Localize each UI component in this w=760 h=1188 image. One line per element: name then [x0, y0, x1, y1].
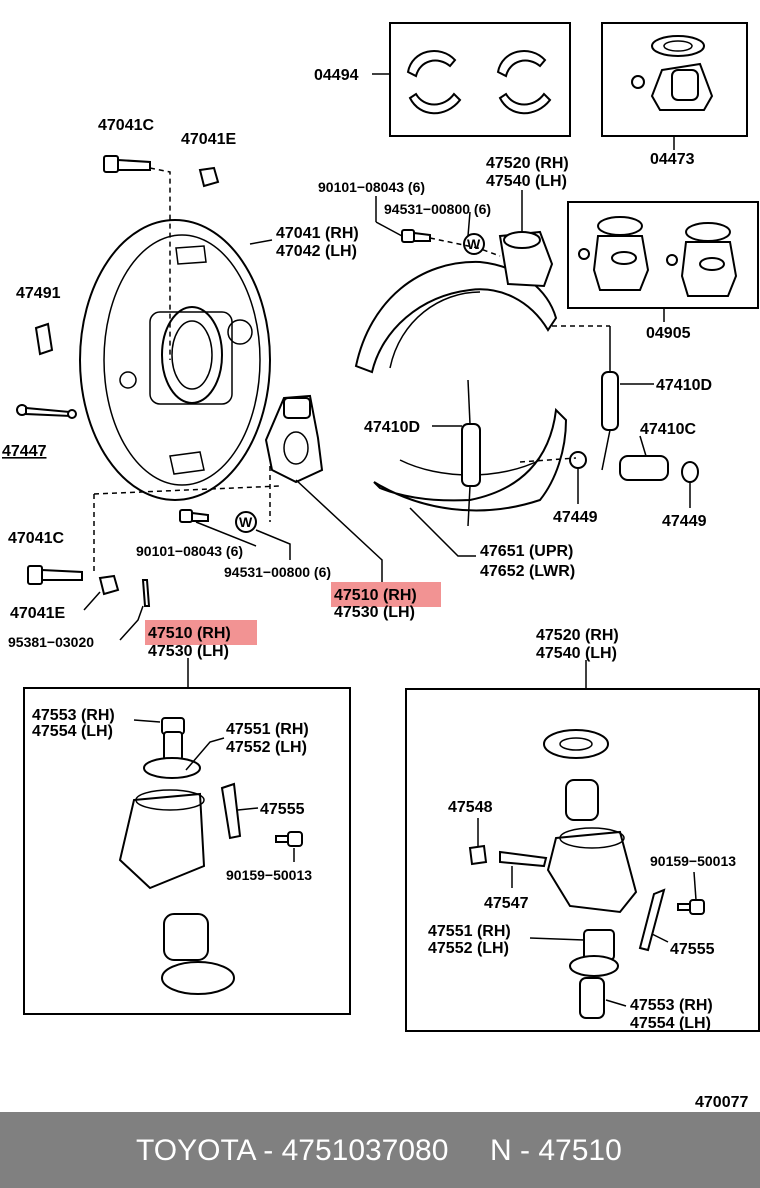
label-47551-right: 47551 (RH): [428, 923, 511, 940]
frame-right-cylinder: [405, 688, 760, 1032]
label-47041c-top: 47041C: [98, 117, 154, 134]
screw-47553-right-icon: [579, 977, 605, 1019]
frame-04905: [567, 201, 759, 309]
label-94531-top: 94531−00800 (6): [384, 201, 491, 217]
label-47555-left: 47555: [260, 801, 305, 818]
label-47520-mid: 47520 (RH): [536, 627, 619, 644]
label-47447: 47447: [2, 443, 47, 460]
bolt-90101-top-icon: [401, 229, 431, 243]
label-47554-right: 47554 (LH): [630, 1015, 711, 1032]
label-47041e-top: 47041E: [181, 131, 236, 148]
label-90159-left: 90159−50013: [226, 867, 312, 883]
label-04473: 04473: [650, 151, 695, 168]
label-47041c-bot: 47041C: [8, 530, 64, 547]
label-04905: 04905: [646, 325, 691, 342]
label-47552-left: 47552 (LH): [226, 739, 307, 756]
label-90101-bot: 90101−08043 (6): [136, 543, 243, 559]
screw-47547-icon: [499, 850, 548, 868]
label-47554-left: 47554 (LH): [32, 723, 113, 740]
pin-47447-icon: [16, 404, 77, 419]
washer-94531-top-icon: W: [463, 233, 485, 255]
frame-left-cylinder: [23, 687, 351, 1015]
label-47410c: 47410C: [640, 421, 696, 438]
label-47491: 47491: [16, 285, 61, 302]
label-47510-b: 47510 (RH): [148, 625, 231, 642]
label-47548: 47548: [448, 799, 493, 816]
highlight-47510-b: [145, 620, 257, 645]
label-47510-a: 47510 (RH): [334, 587, 417, 604]
part-labels: 04494 04473 47041C 47041E 47041 (RH) 470…: [2, 67, 748, 1111]
label-47651-upr: 47651 (UPR): [480, 543, 573, 560]
label-47540-mid: 47540 (LH): [536, 645, 617, 662]
spring-47410d-left-icon: [461, 379, 481, 527]
dashed-assembly-lines: [93, 167, 610, 572]
washer-94531-bot-icon: W: [235, 511, 257, 533]
cup-47449-b-icon: [681, 461, 699, 483]
bolt-47548-icon: [468, 844, 488, 866]
nut-47041e-bot-icon: [98, 574, 120, 596]
nut-47041e-top-icon: [198, 166, 220, 188]
bolt-47041c-bot-icon: [27, 565, 83, 585]
spring-47410d-right-icon: [601, 326, 619, 471]
label-47553-right: 47553 (RH): [630, 997, 713, 1014]
label-47041-rh: 47041 (RH): [276, 225, 359, 242]
label-47520-top: 47520 (RH): [486, 155, 569, 172]
label-94531-bot: 94531−00800 (6): [224, 564, 331, 580]
bolt-47041c-top-icon: [103, 155, 151, 173]
right-cylinder-assembly-icon: [543, 729, 638, 914]
label-47553-left: 47553 (RH): [32, 707, 115, 724]
label-47449-b: 47449: [662, 513, 707, 530]
label-47041e-bot: 47041E: [10, 605, 65, 622]
label-47652-lwr: 47652 (LWR): [480, 563, 575, 580]
svg-text:W: W: [239, 514, 253, 530]
label-47540-top: 47540 (LH): [486, 173, 567, 190]
label-04494: 04494: [314, 67, 359, 84]
label-47449-a: 47449: [553, 509, 598, 526]
highlight-47510-a: [331, 582, 441, 607]
label-47410d-right: 47410D: [656, 377, 712, 394]
label-47042-lh: 47042 (LH): [276, 243, 357, 260]
footer-bar: TOYOTA - 4751037080 N - 47510: [0, 1112, 760, 1188]
label-47547: 47547: [484, 895, 529, 912]
clip-47491-icon: [34, 322, 54, 356]
cup-47449-a-icon: [569, 451, 587, 469]
label-47552-right: 47552 (LH): [428, 940, 509, 957]
screw-90159-right-icon: [677, 899, 705, 915]
screw-90159-left-icon: [275, 831, 303, 847]
adjuster-47551-right-icon: [569, 929, 619, 977]
footer-reference: N - 47510: [490, 1134, 622, 1167]
lever-47555-left-icon: [220, 782, 242, 840]
label-47551-left: 47551 (RH): [226, 721, 309, 738]
label-diagram-number: 470077: [695, 1094, 748, 1111]
footer-part-number: TOYOTA - 4751037080: [136, 1134, 449, 1167]
bolt-90101-bot-icon: [179, 509, 209, 523]
label-47530-b: 47530 (LH): [148, 643, 229, 660]
brake-shoes-icon: [354, 230, 568, 512]
spring-47410c-icon: [619, 455, 669, 481]
label-47530-a: 47530 (LH): [334, 604, 415, 621]
wheel-cylinder-icon: [264, 394, 324, 484]
label-90101-top: 90101−08043 (6): [318, 179, 425, 195]
label-47555-right: 47555: [670, 941, 715, 958]
pin-95381-icon: [141, 579, 151, 607]
svg-text:W: W: [467, 236, 481, 252]
left-cylinder-assembly-icon: [118, 717, 235, 995]
lever-47555-right-icon: [638, 888, 666, 952]
label-95381: 95381−03020: [8, 634, 94, 650]
shoe-kit-icon: [406, 50, 552, 115]
repair-kit-icon: [578, 216, 738, 297]
backing-plate-icon: [79, 219, 271, 501]
leader-lines: [83, 73, 697, 1007]
label-90159-right: 90159−50013: [650, 853, 736, 869]
label-47410d-left: 47410D: [364, 419, 420, 436]
frame-04494: [389, 22, 571, 137]
cylinder-kit-icon: [631, 35, 714, 111]
